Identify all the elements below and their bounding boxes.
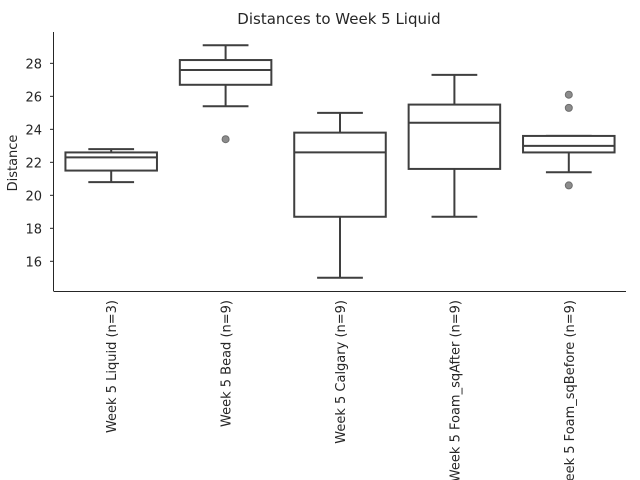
- y-axis-label: Distance: [6, 135, 21, 192]
- box-iqr: [178, 59, 273, 86]
- y-tick-label: 26: [25, 90, 42, 105]
- box-3: [293, 111, 387, 279]
- x-ticks: Week 5 Liquid (n=3) Week 5 Bead (n=9) Week…: [105, 300, 578, 480]
- box-1: [64, 148, 158, 184]
- outlier-point: [564, 90, 573, 99]
- x-tick-label: Week 5 Liquid (n=3): [105, 300, 120, 433]
- y-tick-label: 16: [25, 255, 42, 270]
- y-ticks: 16 18 20 22 24 26 28: [25, 57, 54, 270]
- outlier-point: [221, 135, 230, 144]
- y-tick-label: 22: [25, 156, 42, 171]
- box-2: [178, 44, 273, 144]
- box-iqr: [293, 131, 387, 218]
- y-tick-label: 24: [25, 123, 42, 138]
- box-iqr: [64, 151, 158, 172]
- x-tick-label: Week 5 Foam_sqBefore (n=9): [563, 300, 578, 480]
- outlier-point: [564, 181, 573, 190]
- x-tick-label: Week 5 Bead (n=9): [220, 300, 235, 427]
- boxes-group: [64, 44, 616, 279]
- x-tick-label: Week 5 Calgary (n=9): [334, 300, 349, 444]
- box-4: [407, 73, 502, 218]
- y-tick-label: 20: [25, 189, 42, 204]
- y-tick-label: 18: [25, 222, 42, 237]
- box-5: [522, 90, 616, 190]
- outlier-point: [564, 103, 573, 112]
- chart-title: Distances to Week 5 Liquid: [237, 10, 440, 28]
- y-tick-label: 28: [25, 57, 42, 72]
- box-iqr: [522, 134, 616, 154]
- box-iqr: [407, 103, 502, 170]
- x-tick-label: Week 5 Foam_sqAfter (n=9): [448, 300, 463, 480]
